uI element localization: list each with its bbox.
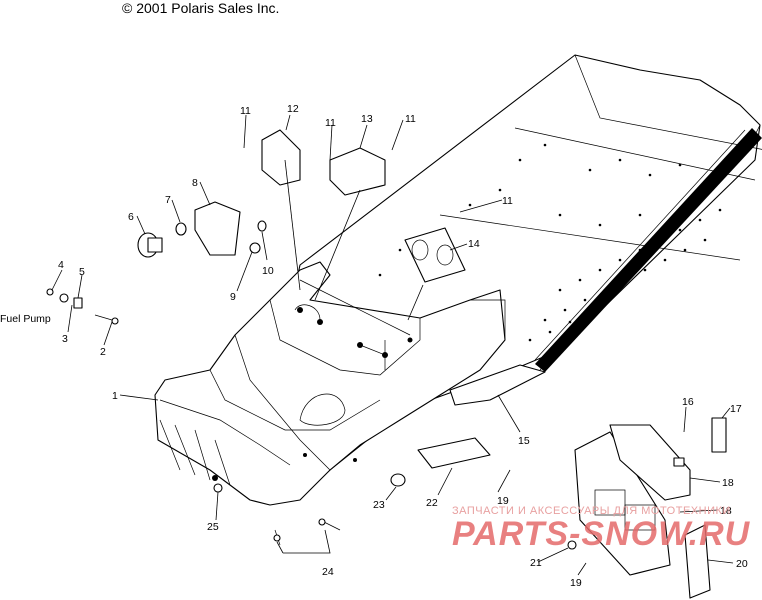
callout-11a: 11 <box>240 105 251 117</box>
callout-15: 15 <box>518 435 530 447</box>
callout-2: 2 <box>100 346 106 358</box>
callout-21: 21 <box>530 557 542 569</box>
part-8-plate <box>194 201 241 256</box>
part-23-plug <box>390 473 406 487</box>
part-6-bushing <box>137 232 163 258</box>
part-12-bracket <box>261 129 301 186</box>
callout-16: 16 <box>682 396 694 408</box>
rear-bumper-assembly <box>567 417 727 599</box>
callout-9: 9 <box>230 291 236 303</box>
callout-18a: 18 <box>722 477 734 489</box>
watermark-caption: ЗАПЧАСТИ И АКСЕССУАРЫ ДЛЯ МОТОТЕХНИКИ <box>452 505 731 517</box>
callout-13: 13 <box>361 113 373 125</box>
copyright-text: © 2001 Polaris Sales Inc. <box>122 0 280 16</box>
leader-lines <box>51 114 734 576</box>
callout-11d: 11 <box>502 195 513 207</box>
callout-24: 24 <box>322 566 334 578</box>
part-7-nut <box>175 222 187 236</box>
part-25-bolt <box>213 483 223 493</box>
fuel-pump-label: Fuel Pump <box>0 313 51 325</box>
callout-12: 12 <box>287 103 299 115</box>
callout-20: 20 <box>736 558 748 570</box>
callout-1: 1 <box>112 390 118 402</box>
callout-5: 5 <box>79 266 85 278</box>
front-bulkhead <box>154 261 506 506</box>
watermark-logo: PARTS-SNOW.RU <box>452 515 751 553</box>
callout-4: 4 <box>58 259 64 271</box>
callout-8: 8 <box>192 177 198 189</box>
callouts: 1 2 3 4 5 6 7 8 9 10 11 11 11 11 12 13 1… <box>58 103 748 589</box>
callout-10: 10 <box>262 265 274 277</box>
callout-25: 25 <box>207 521 219 533</box>
callout-17: 17 <box>730 403 742 415</box>
callout-23: 23 <box>373 499 385 511</box>
fuel-pump-hardware <box>46 288 119 325</box>
callout-19a: 19 <box>497 495 509 507</box>
callout-19b: 19 <box>570 577 582 589</box>
part-10-bolt <box>257 220 267 232</box>
callout-7: 7 <box>165 194 171 206</box>
part-22-plate <box>417 437 491 469</box>
callout-6: 6 <box>128 211 134 223</box>
callout-11b: 11 <box>325 117 336 129</box>
callout-22: 22 <box>426 497 438 509</box>
callout-3: 3 <box>62 333 68 345</box>
part-24-bolts <box>273 518 341 546</box>
part-15-rail <box>449 364 546 406</box>
callout-14: 14 <box>468 238 480 250</box>
part-13-bracket <box>329 147 386 196</box>
callout-11c: 11 <box>405 113 416 125</box>
callout-18b: 18 <box>720 505 732 517</box>
part-9-washer <box>249 242 261 254</box>
part-14-mount <box>404 227 466 283</box>
